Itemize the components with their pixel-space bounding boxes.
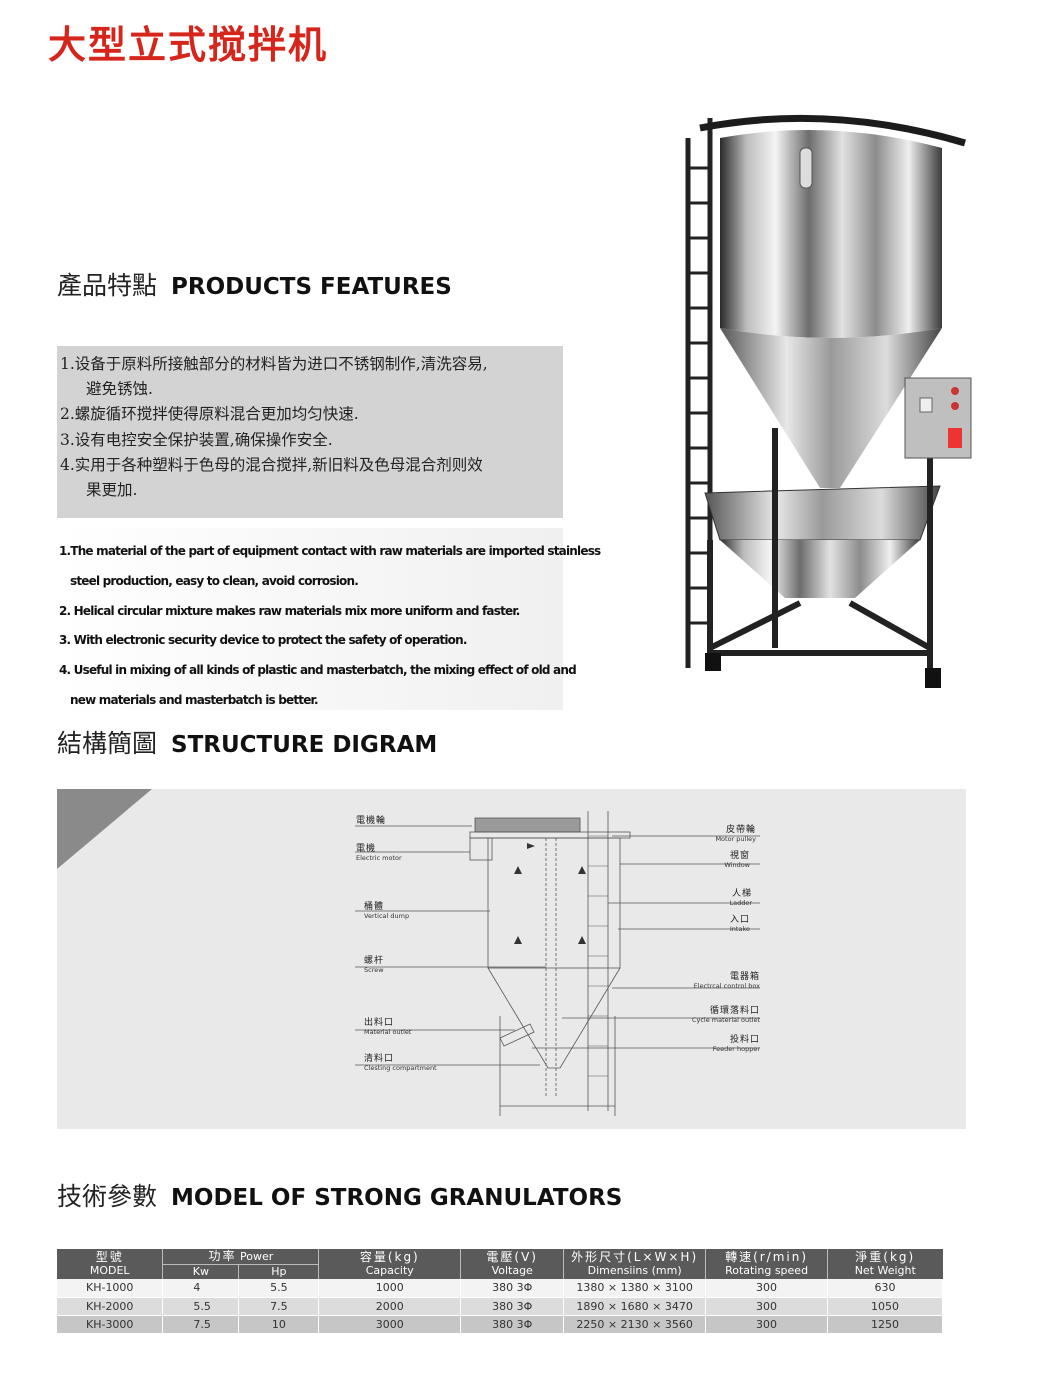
cell-dim: 2250 × 2130 × 3560 [563,1315,707,1334]
cell-hp: 7.5 [238,1297,320,1316]
header-voltage: 電壓(V)Voltage [460,1249,565,1279]
header-kw: Kw [162,1264,240,1279]
header-weight: 淨重(kg)Net Weight [827,1249,943,1279]
cell-hp: 5.5 [238,1279,320,1298]
cell-capacity: 3000 [318,1315,462,1334]
features-heading-en: PRODUCTS FEATURES [171,274,452,300]
features-heading: 產品特點 PRODUCTS FEATURES [57,266,452,302]
page-title: 大型立式搅拌机 [48,23,329,67]
cell-kw: 7.5 [162,1315,240,1334]
cell-weight: 1050 [827,1297,943,1316]
header-dimensions: 外形尺寸(L×W×H)Dimensiins (mm) [563,1249,707,1279]
cell-weight: 630 [827,1279,943,1298]
cell-model: KH-2000 [57,1297,164,1316]
feature-cn-line: 4.实用于各种塑料于色母的混合搅拌,新旧料及色母混合剂则效 [60,455,483,474]
corner-triangle [57,789,152,869]
features-en-box: 1.The material of the part of equipment … [57,528,601,710]
structure-diagram [355,811,760,1116]
mixer-machine-image [685,114,972,688]
table-row: KH-1000 4 5.5 1000 380 3Φ 1380 × 1380 × … [57,1279,943,1298]
feature-cn-line: 果更加. [86,481,138,500]
specs-heading: 技術參數 MODEL OF STRONG GRANULATORS [57,1177,622,1213]
feature-cn-line: 避免锈蚀. [86,380,153,399]
cell-model: KH-3000 [57,1315,164,1334]
cell-hp: 10 [238,1315,320,1334]
header-speed: 轉速(r/min)Rotating speed [705,1249,829,1279]
header-power: 功率 Power [162,1249,320,1265]
specs-heading-en: MODEL OF STRONG GRANULATORS [171,1185,623,1211]
cell-model: KH-1000 [57,1279,164,1298]
table-row: KH-2000 5.5 7.5 2000 380 3Φ 1890 × 1680 … [57,1297,943,1316]
feature-en-line: 4. Useful in mixing of all kinds of plas… [59,663,577,678]
feature-en-line: steel production, easy to clean, avoid c… [70,573,359,588]
cell-capacity: 2000 [318,1297,462,1316]
header-capacity: 容量(kg)Capacity [318,1249,462,1279]
structure-diagram-panel [57,789,966,1129]
feature-en-line: new materials and masterbatch is better. [70,692,319,707]
cell-dim: 1380 × 1380 × 3100 [563,1279,707,1298]
table-row: KH-3000 7.5 10 3000 380 3Φ 2250 × 2130 ×… [57,1315,943,1334]
cell-kw: 4 [162,1279,240,1298]
cell-voltage: 380 3Φ [460,1279,565,1298]
cell-speed: 300 [705,1279,829,1298]
cell-speed: 300 [705,1297,829,1316]
feature-en-line: 3. With electronic security device to pr… [59,633,467,648]
cell-voltage: 380 3Φ [460,1297,565,1316]
feature-cn-line: 1.设备于原料所接触部分的材料皆为进口不锈钢制作,清洗容易, [60,355,488,373]
label-motor-wheel: 電機輪 [356,816,387,826]
cell-weight: 1250 [827,1315,943,1334]
structure-heading-en: STRUCTURE DIGRAM [171,732,438,758]
cell-voltage: 380 3Φ [460,1315,565,1334]
header-hp: Hp [238,1264,320,1279]
feature-cn-line: 3.设有电控安全保护装置,确保操作安全. [60,430,333,449]
feature-en-line: 1.The material of the part of equipment … [59,544,601,558]
features-heading-cn: 產品特點 [57,271,158,300]
cell-capacity: 1000 [318,1279,462,1298]
feature-en-line: 2. Helical circular mixture makes raw ma… [59,603,520,618]
cell-speed: 300 [705,1315,829,1334]
specs-heading-cn: 技術參數 [57,1182,158,1211]
cell-dim: 1890 × 1680 × 3470 [563,1297,707,1316]
features-cn-box: 1.设备于原料所接触部分的材料皆为进口不锈钢制作,清洗容易, 避免锈蚀. 2.螺… [57,346,563,518]
structure-heading: 結構簡圖 STRUCTURE DIGRAM [57,724,437,760]
structure-heading-cn: 結構簡圖 [57,729,158,758]
cell-kw: 5.5 [162,1297,240,1316]
feature-cn-line: 2.螺旋循环搅拌使得原料混合更加均匀快速. [60,405,359,424]
